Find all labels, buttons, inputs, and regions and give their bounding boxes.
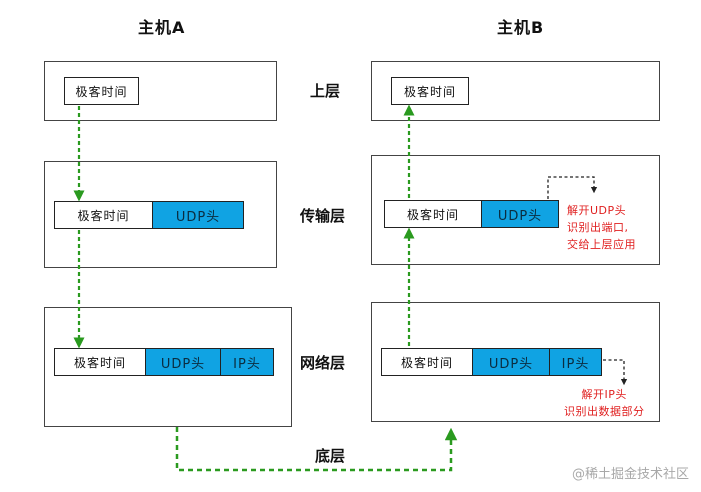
network-note-line-1: 解开IP头 xyxy=(581,388,627,401)
host-b-transport-data-segment: 极客时间 xyxy=(384,200,482,228)
host-a-network-ip-segment: IP头 xyxy=(220,348,274,376)
transport-note-line-1: 解开UDP头 xyxy=(567,204,627,217)
transport-note-line-3: 交给上层应用 xyxy=(567,238,636,251)
host-b-network-udp-segment: UDP头 xyxy=(472,348,550,376)
host-a-network-data-segment: 极客时间 xyxy=(54,348,146,376)
layer-label-bottom: 底层 xyxy=(315,447,346,465)
host-a-network-udp-segment: UDP头 xyxy=(145,348,221,376)
host-b-network-data-segment: 极客时间 xyxy=(381,348,473,376)
network-unpack-note: 解开IP头 识别出数据部分 xyxy=(564,386,645,420)
host-b-title: 主机B xyxy=(497,18,545,37)
network-note-line-2: 识别出数据部分 xyxy=(564,405,645,418)
watermark: @稀土掘金技术社区 xyxy=(571,467,689,482)
host-a-upper-data-segment: 极客时间 xyxy=(64,77,139,105)
arrow-strip-udp xyxy=(547,176,598,199)
host-a-transport-data-segment: 极客时间 xyxy=(54,201,153,229)
layer-label-upper: 上层 xyxy=(310,82,341,100)
host-b-transport-udp-segment: UDP头 xyxy=(481,200,559,228)
arrow-strip-ip xyxy=(603,359,628,386)
transport-note-line-2: 识别出端口, xyxy=(567,221,629,234)
layer-label-network: 网络层 xyxy=(300,354,346,372)
host-b-upper-data-segment: 极客时间 xyxy=(391,77,469,105)
arrow-bottom-link xyxy=(175,427,458,472)
host-a-transport-udp-segment: UDP头 xyxy=(152,201,244,229)
host-a-title: 主机A xyxy=(138,18,186,37)
host-b-network-ip-segment: IP头 xyxy=(549,348,602,376)
layer-label-transport: 传输层 xyxy=(300,207,346,225)
transport-unpack-note: 解开UDP头 识别出端口, 交给上层应用 xyxy=(567,202,636,253)
host-a-upper-frame xyxy=(44,61,277,121)
